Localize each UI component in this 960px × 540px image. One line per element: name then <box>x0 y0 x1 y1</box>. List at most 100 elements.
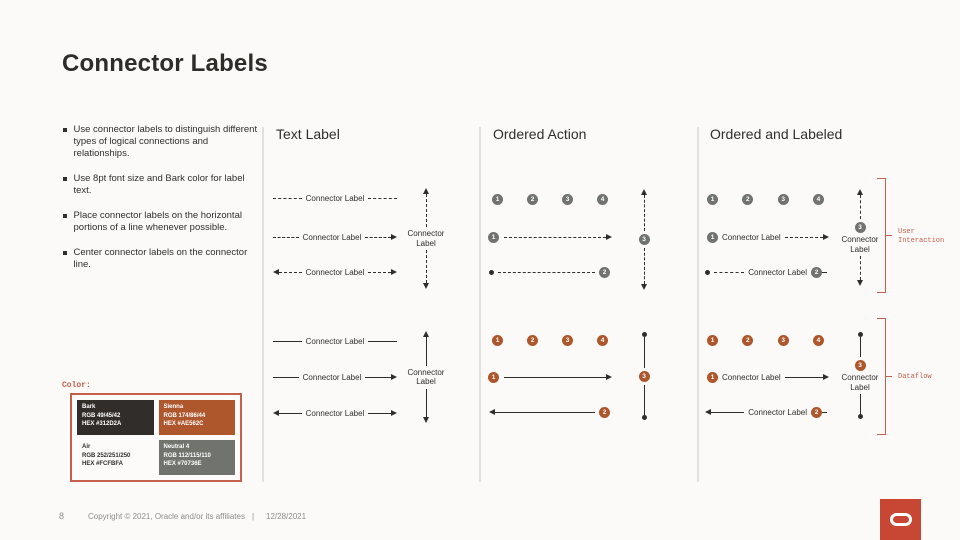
footer-date: 12/28/2021 <box>266 512 307 521</box>
connector-label: Connector Label <box>841 235 879 254</box>
step-sequence: 1 2 3 4 <box>492 194 608 205</box>
connector-example: Connector Label 2 <box>705 266 827 278</box>
step-badge: 3 <box>777 335 789 346</box>
connector-label: Connector Label <box>302 372 362 382</box>
connector-example: 2 <box>489 266 610 278</box>
step-badge: 3 <box>638 234 650 245</box>
arrow-right-icon <box>391 234 397 240</box>
bullet-item: Place connector labels on the horizontal… <box>62 210 258 234</box>
palette-label: Color: <box>62 381 91 390</box>
arrow-left-icon <box>273 269 279 275</box>
arrow-down-icon <box>423 417 429 423</box>
step-badge: 3 <box>562 335 573 346</box>
bullet-item: Use 8pt font size and Bark color for lab… <box>62 173 258 197</box>
arrow-up-icon <box>857 189 863 195</box>
column-divider <box>262 127 264 482</box>
step-badge: 3 <box>638 370 650 382</box>
connector-label: Connector Label <box>305 336 365 346</box>
bullet-list: Use connector labels to distinguish diff… <box>62 124 258 284</box>
connector-label: Connector Label <box>305 267 365 277</box>
swatch-hex: HEX #FCFBFA <box>82 461 124 467</box>
connector-label: Connector Label <box>748 267 807 277</box>
connector-example: 1 Connector Label <box>707 231 829 243</box>
step-badge: 2 <box>742 335 754 346</box>
connector-example: Connector Label <box>273 371 397 383</box>
arrow-right-icon <box>606 234 612 240</box>
bullet-text: Place connector labels on the horizontal… <box>73 210 242 233</box>
bracket-tick <box>885 234 892 236</box>
swatch-name: Bark <box>82 404 96 410</box>
step-badge: 2 <box>527 335 538 346</box>
connector-example: 1 Connector Label <box>707 371 829 383</box>
connector-example: Connector Label <box>273 266 397 278</box>
arrow-up-icon <box>423 331 429 337</box>
arrow-right-icon <box>606 374 612 380</box>
connector-example-vertical: Connector Label <box>404 331 448 423</box>
step-sequence: 1 2 3 4 <box>492 335 608 346</box>
connector-label: Connector Label <box>302 232 362 242</box>
step-badge: 4 <box>812 194 824 205</box>
arrow-down-icon <box>857 280 863 286</box>
step-badge: 4 <box>597 194 608 205</box>
connector-label: Connector Label <box>722 372 781 382</box>
bullet-icon <box>63 214 67 218</box>
bullet-text: Use connector labels to distinguish diff… <box>73 124 258 159</box>
connector-example: 2 <box>489 406 610 418</box>
connector-example-vertical: 3 Connector Label <box>836 332 884 419</box>
connector-example: 1 <box>488 371 612 383</box>
color-swatch-bark: Bark RGB 49/45/42 HEX #312D2A <box>77 400 154 435</box>
arrow-left-icon <box>705 409 711 415</box>
annotation-user-interaction: User Interaction <box>898 228 945 245</box>
connector-label: Connector Label <box>305 408 365 418</box>
connector-example: Connector Label <box>273 192 397 204</box>
footer-separator: | <box>251 512 255 521</box>
arrow-right-icon <box>823 374 829 380</box>
step-badge: 2 <box>599 266 610 278</box>
swatch-rgb: RGB 49/45/42 <box>82 412 121 419</box>
swatch-name: Air <box>82 444 91 450</box>
swatch-rgb: RGB 252/251/250 <box>82 452 131 459</box>
step-badge: 3 <box>777 194 789 205</box>
connector-example-vertical: 3 <box>637 332 651 420</box>
oracle-logo <box>880 499 921 540</box>
swatch-hex: HEX #312D2A <box>82 421 122 427</box>
page-title: Connector Labels <box>62 50 268 77</box>
step-badge: 2 <box>811 406 822 418</box>
step-badge: 3 <box>562 194 573 205</box>
page-number: 8 <box>59 511 65 521</box>
step-badge: 2 <box>811 266 822 278</box>
color-swatch-neutral-4: Neutral 4 RGB 112/115/110 HEX #70736E <box>158 440 235 475</box>
connector-example-vertical: 3 Connector Label <box>836 189 884 286</box>
bullet-text: Use 8pt font size and Bark color for lab… <box>73 173 245 196</box>
bracket-tick <box>885 375 892 377</box>
step-badge: 4 <box>597 335 608 346</box>
step-badge: 3 <box>854 222 866 233</box>
bullet-icon <box>63 251 67 255</box>
endpoint-dot-icon <box>641 415 647 420</box>
connector-example-vertical: Connector Label <box>404 188 448 289</box>
arrow-left-icon <box>489 409 495 415</box>
arrow-right-icon <box>391 410 397 416</box>
step-badge: 1 <box>488 231 499 243</box>
step-badge: 1 <box>707 371 718 383</box>
swatch-name: Sienna <box>163 404 184 410</box>
column-divider <box>697 127 699 482</box>
connector-example: Connector Label <box>273 407 397 419</box>
copyright-text: Copyright © 2021, Oracle and/or its affi… <box>88 512 245 521</box>
connector-label: Connector Label <box>407 229 445 248</box>
connector-label: Connector Label <box>407 367 445 387</box>
color-palette: Bark RGB 49/45/42 HEX #312D2A Sienna RGB… <box>70 393 242 482</box>
arrow-up-icon <box>423 188 429 194</box>
connector-example: Connector Label 2 <box>705 406 827 418</box>
swatch-hex: HEX #AE562C <box>163 421 204 427</box>
step-sequence: 1 2 3 4 <box>707 194 824 205</box>
annotation-bracket <box>877 178 892 293</box>
bullet-icon <box>63 177 67 181</box>
endpoint-dot-icon <box>489 269 494 275</box>
step-badge: 1 <box>707 194 718 205</box>
swatch-name: Neutral 4 <box>163 444 190 450</box>
section-header-ordered-labeled: Ordered and Labeled <box>710 126 843 142</box>
connector-example: Connector Label <box>273 335 397 347</box>
step-badge: 2 <box>599 406 610 418</box>
arrow-up-icon <box>641 189 647 195</box>
